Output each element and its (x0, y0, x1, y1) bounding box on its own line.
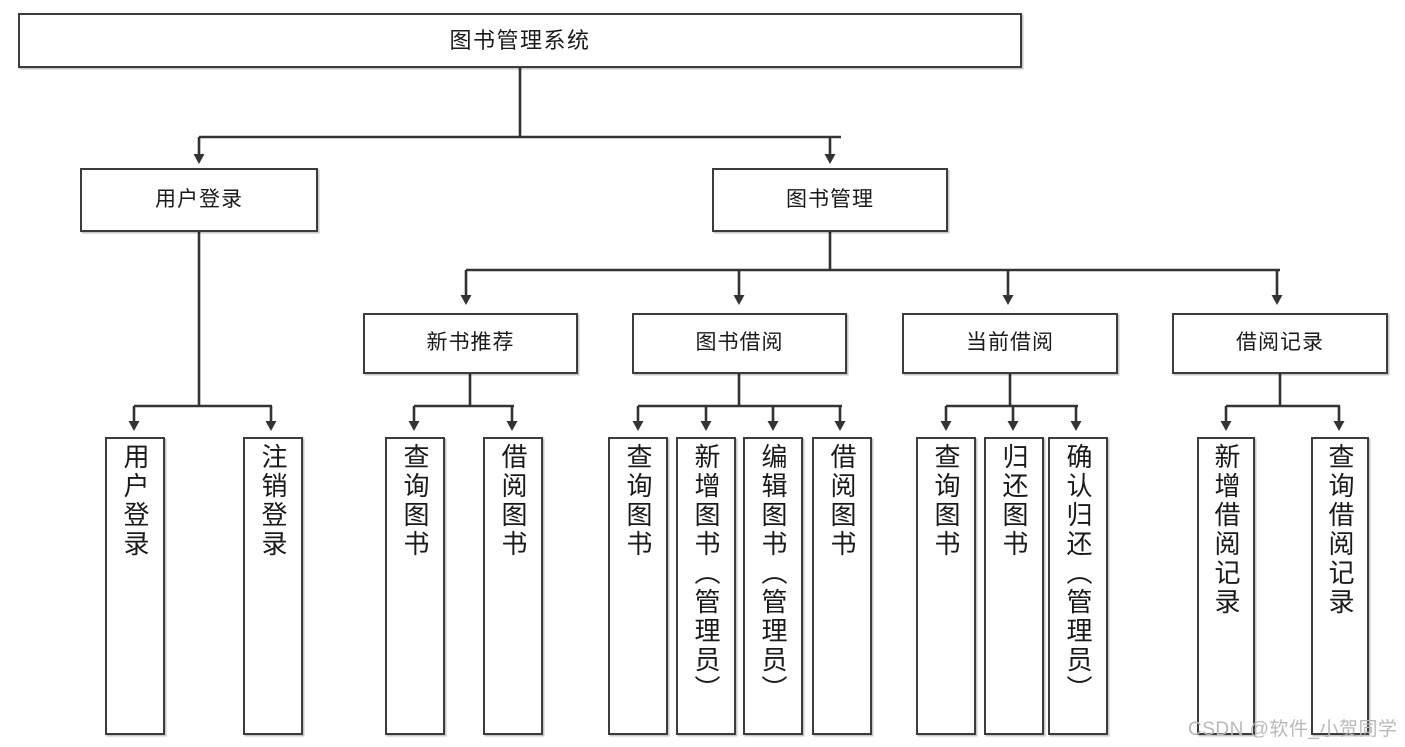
node-leaf-query-book-3-label: 查询图书 (931, 443, 961, 559)
node-leaf-query-book-1-label: 查询图书 (400, 443, 430, 559)
node-leaf-query-record[interactable]: 查询借阅记录 (1311, 437, 1369, 735)
node-current-borrow-label: 当前借阅 (966, 331, 1054, 355)
node-leaf-borrow-book-2[interactable]: 借阅图书 (812, 437, 872, 735)
node-leaf-edit-book-label: 编辑图书（管理员） (758, 443, 788, 704)
node-book-borrow[interactable]: 图书借阅 (632, 313, 847, 374)
node-leaf-add-record[interactable]: 新增借阅记录 (1197, 437, 1255, 735)
node-book-manage-label: 图书管理 (786, 187, 874, 211)
node-leaf-user-logout[interactable]: 注销登录 (243, 437, 303, 735)
node-leaf-query-book-2[interactable]: 查询图书 (608, 437, 668, 735)
node-leaf-add-record-label: 新增借阅记录 (1211, 443, 1241, 617)
node-book-manage[interactable]: 图书管理 (712, 168, 948, 232)
node-leaf-add-book[interactable]: 新增图书（管理员） (676, 437, 736, 735)
node-leaf-user-logout-label: 注销登录 (258, 443, 288, 559)
node-leaf-borrow-book-1-label: 借阅图书 (498, 443, 528, 559)
node-root[interactable]: 图书管理系统 (18, 13, 1022, 68)
node-leaf-return-book[interactable]: 归还图书 (984, 437, 1044, 735)
node-leaf-borrow-book-2-label: 借阅图书 (827, 443, 857, 559)
node-root-label: 图书管理系统 (449, 27, 591, 53)
node-leaf-confirm-return[interactable]: 确认归还（管理员） (1048, 437, 1108, 735)
node-user-login[interactable]: 用户登录 (80, 168, 318, 232)
node-current-borrow[interactable]: 当前借阅 (902, 313, 1118, 374)
node-new-book-recommend[interactable]: 新书推荐 (363, 313, 578, 374)
node-user-login-label: 用户登录 (155, 187, 243, 211)
csdn-watermark: CSDN @软件_小贺同学 (1188, 719, 1398, 740)
node-leaf-borrow-book-1[interactable]: 借阅图书 (483, 437, 543, 735)
node-leaf-edit-book[interactable]: 编辑图书（管理员） (743, 437, 803, 735)
node-leaf-query-record-label: 查询借阅记录 (1325, 443, 1355, 617)
node-borrow-record[interactable]: 借阅记录 (1172, 313, 1388, 374)
node-book-borrow-label: 图书借阅 (695, 331, 784, 355)
node-leaf-add-book-label: 新增图书（管理员） (691, 443, 721, 704)
node-leaf-query-book-1[interactable]: 查询图书 (385, 437, 445, 735)
node-leaf-query-book-2-label: 查询图书 (623, 443, 653, 559)
node-new-book-recommend-label: 新书推荐 (426, 331, 515, 355)
node-borrow-record-label: 借阅记录 (1236, 331, 1324, 355)
node-leaf-user-login[interactable]: 用户登录 (105, 437, 165, 735)
node-leaf-query-book-3[interactable]: 查询图书 (916, 437, 976, 735)
node-leaf-user-login-label: 用户登录 (120, 443, 150, 559)
node-leaf-confirm-return-label: 确认归还（管理员） (1063, 443, 1093, 704)
node-leaf-return-book-label: 归还图书 (999, 443, 1029, 559)
